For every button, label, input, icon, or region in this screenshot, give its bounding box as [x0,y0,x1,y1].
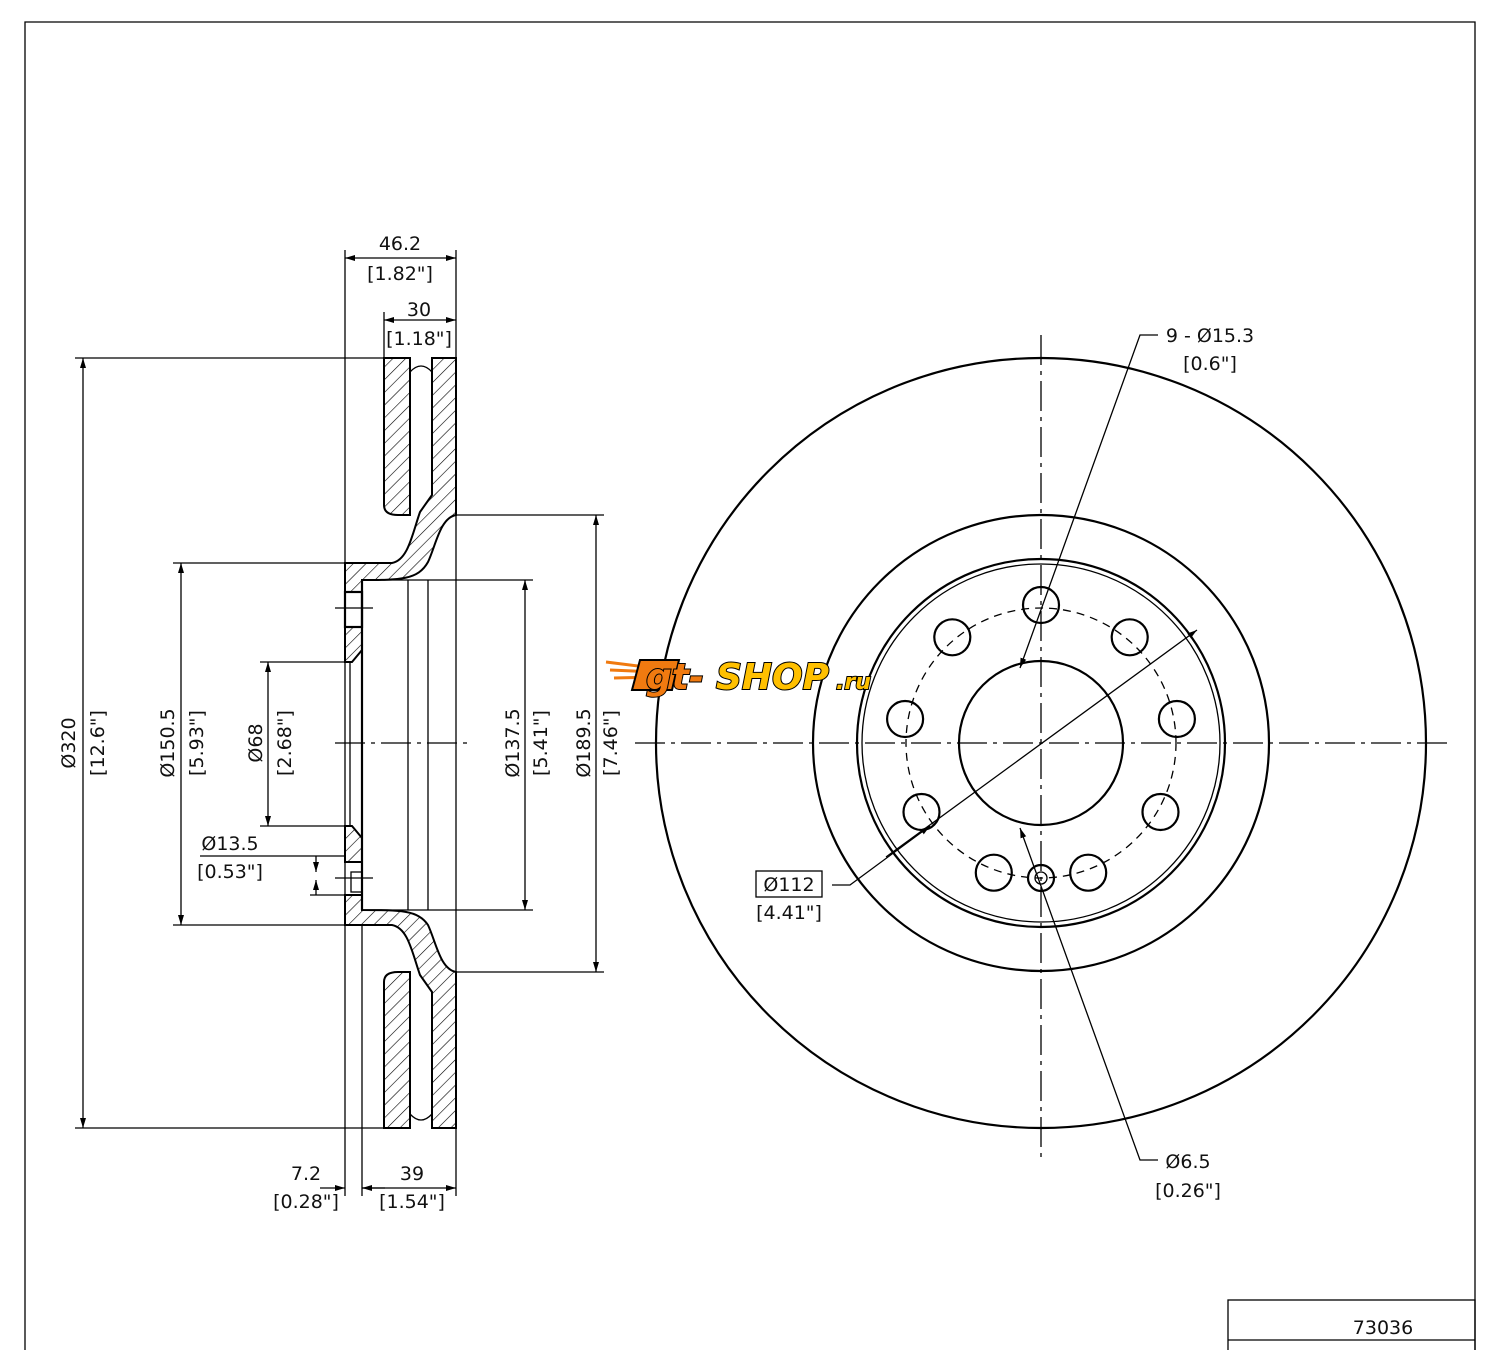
bolt-hole [974,853,1013,892]
dim-inner-diameter: Ø137.5 [502,708,524,777]
dim-holes-in: [0.6"] [1183,353,1237,375]
drawing-frame [24,21,1476,1350]
dim-hat-diameter: Ø150.5 [157,708,179,777]
dim-small-hole: Ø6.5 [1165,1151,1210,1173]
dim-outer-diameter: Ø320 [58,717,80,768]
bolt-hole [1157,699,1197,739]
dim-friction-width-in: [1.18"] [386,328,452,350]
title-block: 73036 [1227,1299,1476,1350]
dim-friction-width: 30 [407,299,431,321]
dim-friction-inner-diameter: Ø189.5 [573,708,595,777]
section-view: 46.2 [1.82"] 30 [1.18"] Ø320 [12.6"] Ø15… [58,233,622,1213]
front-view: 9 - Ø15.3 [0.6"] Ø112 [4.41"] Ø6.5 [0.26… [635,325,1447,1202]
svg-text:SHOP: SHOP [716,657,829,698]
svg-text:.ru: .ru [836,670,871,695]
bolt-hole [902,792,941,832]
dim-overall-width: 46.2 [379,233,421,255]
dim-holes: 9 - Ø15.3 [1166,325,1254,347]
dim-friction-inner-diameter-in: [7.46"] [600,710,622,776]
bolt-hole [885,699,925,739]
bolt-hole [1141,792,1180,832]
dim-bolt-circle: Ø112 [763,874,814,896]
dim-overall-width-in: [1.82"] [367,263,433,285]
bolt-hole [933,618,972,657]
dim-small-hole-in: [0.26"] [1155,1180,1221,1202]
dim-hat-depth-in: [1.54"] [379,1191,445,1213]
dim-center-bore: Ø68 [245,723,267,762]
dim-center-bore-in: [2.68"] [274,710,296,776]
svg-text:gt-: gt- [646,657,704,698]
dim-hat-diameter-in: [5.93"] [186,710,208,776]
dim-bolt-hole-in: [0.53"] [197,861,263,883]
small-hole [1026,863,1056,893]
bolt-hole [1110,618,1149,657]
dim-bolt-hole: Ø13.5 [201,833,258,855]
part-number: 73036 [1353,1317,1413,1339]
dim-hat-thickness: 7.2 [291,1163,321,1185]
dim-outer-diameter-in: [12.6"] [87,710,109,776]
dim-hat-depth: 39 [400,1163,424,1185]
dim-inner-diameter-in: [5.41"] [530,710,552,776]
dim-bolt-circle-in: [4.41"] [756,902,822,924]
bolt-hole [1069,853,1108,892]
bolt-hole [1021,585,1061,625]
dim-hat-thickness-in: [0.28"] [273,1191,339,1213]
gt-shop-logo: gt- SHOP .ru [605,656,872,698]
